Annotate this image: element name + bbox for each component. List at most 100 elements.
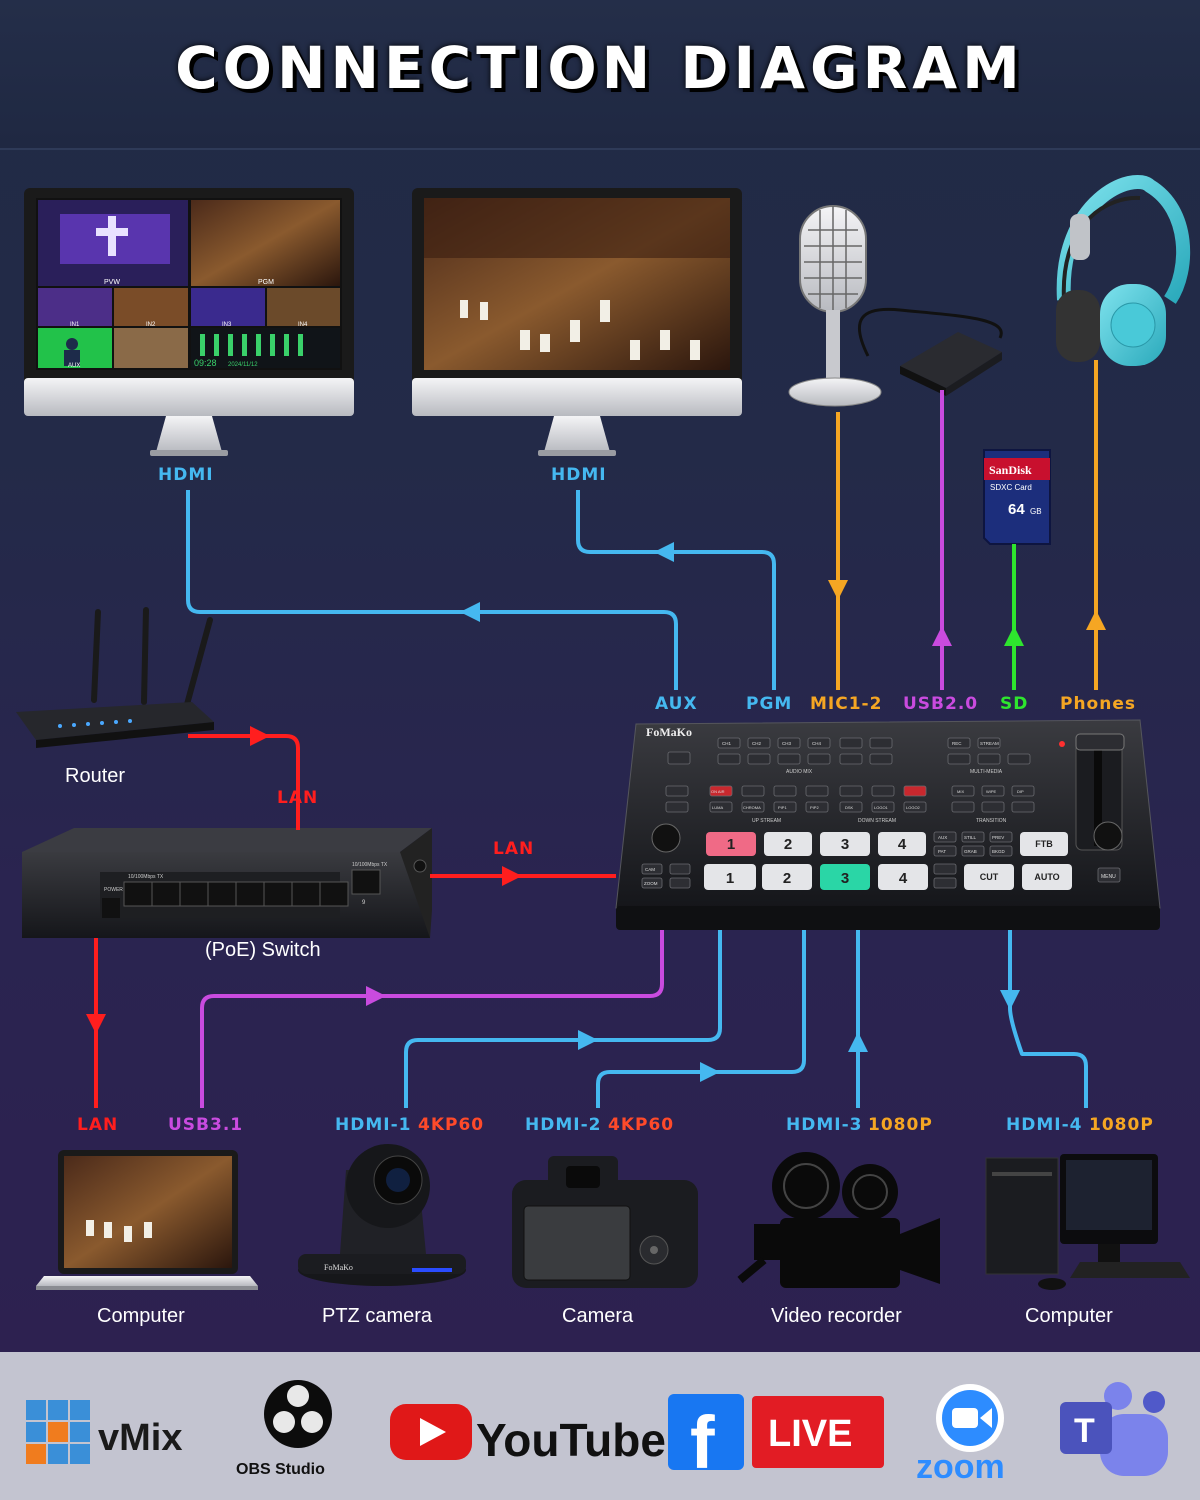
t-bar-knob[interactable]	[1093, 821, 1123, 851]
port-sd: SD	[1000, 694, 1028, 714]
in4-label: IN4	[298, 322, 308, 328]
usb-cable-icon	[857, 307, 1003, 357]
grab-key-button[interactable]	[961, 845, 985, 857]
audio-ch2-label: CH2	[752, 741, 761, 746]
pvw-2-button[interactable]	[762, 864, 812, 890]
auto-label: AUTO	[1034, 872, 1059, 882]
pat-key-button[interactable]	[933, 845, 957, 857]
on-air-label: ON AIR	[711, 789, 725, 794]
audio-ch1-label: CH1	[722, 741, 731, 746]
pip1-button[interactable]	[773, 801, 797, 813]
prev-key-button[interactable]	[989, 831, 1013, 843]
logo2-button[interactable]	[903, 801, 927, 813]
logo1-button[interactable]	[871, 801, 895, 813]
pat-key-label: PAT	[938, 849, 946, 854]
switch-power-text: POWER	[104, 887, 123, 893]
in1-label: IN1	[70, 322, 80, 328]
pvw-4-label: 4	[899, 870, 908, 887]
stream-label: STREAM	[980, 741, 999, 746]
multiview-time: 09:28	[194, 358, 217, 368]
pvw-3-label: 3	[841, 870, 849, 887]
audio-ch3-button[interactable]	[777, 737, 801, 749]
stream-button[interactable]	[977, 737, 1001, 749]
pgm-2-button[interactable]	[764, 832, 812, 856]
wipe-button[interactable]	[981, 785, 1005, 797]
aux-key-button[interactable]	[933, 831, 957, 843]
on-air-button[interactable]	[709, 785, 733, 797]
sd-unit: GB	[1030, 507, 1042, 516]
bkgd-key-label: BKGD	[992, 849, 1006, 854]
audio-ch1-button[interactable]	[717, 737, 741, 749]
luma-label: LUMA	[712, 805, 723, 810]
switch-ports-text: 10/100Mbps TX	[128, 874, 164, 880]
pvw-1-button[interactable]	[704, 864, 756, 890]
pvw-4-button[interactable]	[878, 864, 928, 890]
cut-label: CUT	[980, 872, 999, 882]
transition-label: TRANSITION	[976, 818, 1007, 824]
sd-type: SDXC Card	[990, 483, 1032, 492]
poe-switch-icon: POWER 10/100Mbps TX 10/100Mbps TX 9	[22, 828, 432, 938]
switch-port-nine: 9	[362, 900, 366, 906]
microphone-icon	[788, 205, 882, 407]
still-key-button[interactable]	[961, 831, 985, 843]
pip2-button[interactable]	[805, 801, 829, 813]
ftb-button[interactable]	[1020, 832, 1068, 856]
port-pgm: PGM	[746, 694, 792, 714]
pvw-2-label: 2	[783, 870, 791, 887]
live-text: LIVE	[768, 1413, 852, 1455]
rec-button[interactable]	[947, 737, 971, 749]
pgm-3-button[interactable]	[820, 832, 870, 856]
down-stream-label: DOWN STREAM	[858, 818, 896, 824]
mix-button[interactable]	[951, 785, 975, 797]
pvw-3-button[interactable]	[820, 864, 870, 890]
audio-ch2-button[interactable]	[747, 737, 771, 749]
port-lan-bottom: LAN	[77, 1115, 118, 1135]
laptop-icon	[36, 1150, 258, 1290]
cut-button[interactable]	[964, 864, 1014, 890]
port-hdmi1-spec: 4KP60	[418, 1115, 484, 1135]
router-icon	[16, 607, 214, 748]
still-key-label: STILL	[964, 835, 977, 840]
zoom-logo: zoom	[916, 1384, 1005, 1486]
video-mixer: FoMaKo CH1 CH2 CH3 CH4 REC STREAM	[615, 719, 1161, 930]
pgm-4-button[interactable]	[878, 832, 926, 856]
hdmi-label-right: HDMI	[551, 465, 607, 485]
t-bar-handle[interactable]	[1075, 733, 1125, 751]
chroma-button[interactable]	[741, 801, 765, 813]
switch-label: (PoE) Switch	[205, 939, 321, 961]
device-label-recorder: Video recorder	[771, 1305, 902, 1327]
lan-label-mixer: LAN	[493, 839, 534, 859]
port-hdmi3-spec: 1080P	[868, 1115, 933, 1135]
sd-capacity: 64	[1008, 501, 1025, 518]
pgm-1-label: 1	[727, 836, 735, 853]
obs-text: OBS Studio	[236, 1461, 325, 1478]
luma-button[interactable]	[709, 801, 733, 813]
router-label: Router	[65, 765, 125, 787]
pvw-label: PVW	[104, 279, 120, 286]
auto-button[interactable]	[1022, 864, 1072, 890]
menu-button[interactable]	[1097, 867, 1121, 883]
audio-ch4-button[interactable]	[807, 737, 831, 749]
zoom-text: zoom	[916, 1448, 1005, 1486]
teams-text: T	[1074, 1412, 1095, 1450]
bkgd-key-button[interactable]	[989, 845, 1013, 857]
monitor-program	[412, 188, 742, 456]
mix-label: MIX	[957, 789, 964, 794]
youtube-text: YouTube	[476, 1414, 666, 1466]
pgm-cell	[191, 200, 340, 286]
joystick-knob[interactable]	[651, 823, 681, 853]
port-aux: AUX	[655, 694, 698, 714]
port-mic: MIC1-2	[810, 694, 882, 714]
logo2-label: LOGO2	[906, 805, 921, 810]
dsk-button[interactable]	[839, 801, 863, 813]
port-usb31: USB3.1	[168, 1115, 243, 1135]
hdmi-label-left: HDMI	[158, 465, 214, 485]
pgm-1-button[interactable]	[706, 832, 756, 856]
in3-label: IN3	[222, 322, 232, 328]
zoom-label: ZOOM	[644, 881, 658, 886]
prev-key-label: PREV	[992, 835, 1004, 840]
pgm-4-label: 4	[898, 836, 907, 853]
dip-button[interactable]	[1011, 785, 1035, 797]
